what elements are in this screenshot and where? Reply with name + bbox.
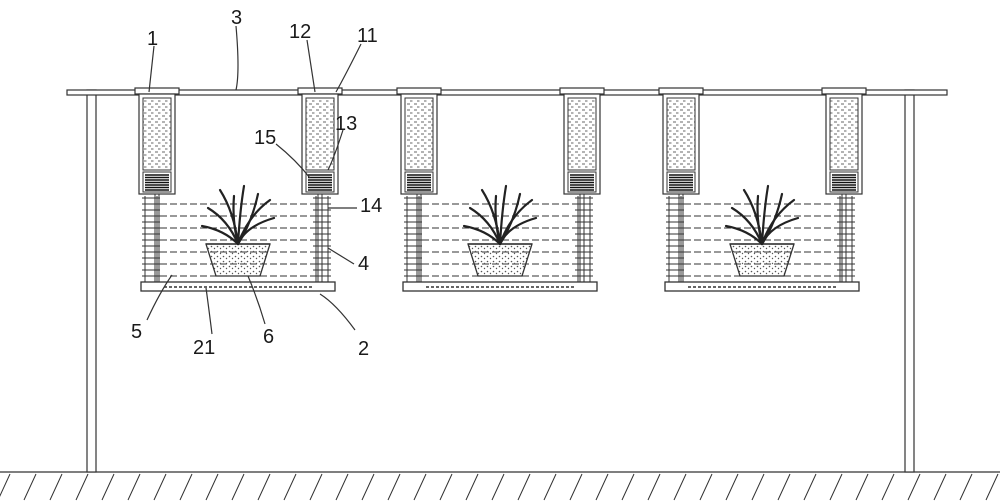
net-enclosure bbox=[684, 203, 840, 277]
net-enclosure bbox=[160, 203, 316, 277]
module-3 bbox=[658, 87, 867, 292]
tray bbox=[402, 281, 598, 292]
reference-labels: 1 3 12 11 15 13 14 4 5 21 6 2 bbox=[131, 7, 382, 360]
label-21: 21 bbox=[193, 337, 215, 359]
label-6: 6 bbox=[263, 326, 274, 348]
left-post bbox=[86, 89, 97, 473]
ground bbox=[0, 471, 1000, 501]
bellows-left bbox=[666, 196, 684, 282]
label-12: 12 bbox=[289, 21, 311, 43]
tray bbox=[664, 281, 860, 292]
potted-plant bbox=[462, 184, 538, 277]
modules bbox=[134, 87, 867, 292]
support-frame bbox=[66, 89, 948, 473]
potted-plant bbox=[724, 184, 800, 277]
label-13: 13 bbox=[335, 113, 357, 135]
right-post bbox=[904, 89, 915, 473]
cylinder-right bbox=[297, 87, 343, 282]
module-1 bbox=[134, 87, 343, 292]
label-15: 15 bbox=[254, 127, 276, 149]
net-enclosure bbox=[422, 203, 578, 277]
potted-plant bbox=[200, 184, 276, 277]
label-11: 11 bbox=[357, 25, 378, 47]
bellows-left bbox=[142, 196, 160, 282]
leader-lines bbox=[146, 25, 362, 335]
label-4: 4 bbox=[358, 253, 369, 275]
label-3: 3 bbox=[231, 7, 242, 29]
module-2 bbox=[396, 87, 605, 292]
label-1: 1 bbox=[147, 28, 158, 50]
cylinder-right bbox=[559, 87, 605, 282]
cylinder-left bbox=[134, 87, 180, 282]
tray bbox=[140, 281, 336, 292]
top-rail bbox=[66, 89, 948, 96]
bellows-left bbox=[404, 196, 422, 282]
cylinder-right bbox=[821, 87, 867, 282]
label-14: 14 bbox=[360, 195, 382, 217]
cylinder-left bbox=[396, 87, 442, 282]
bellows-right bbox=[837, 196, 855, 282]
cylinder-left bbox=[658, 87, 704, 282]
ground-hatch bbox=[0, 473, 999, 501]
label-5: 5 bbox=[131, 321, 142, 343]
label-2: 2 bbox=[358, 338, 369, 360]
